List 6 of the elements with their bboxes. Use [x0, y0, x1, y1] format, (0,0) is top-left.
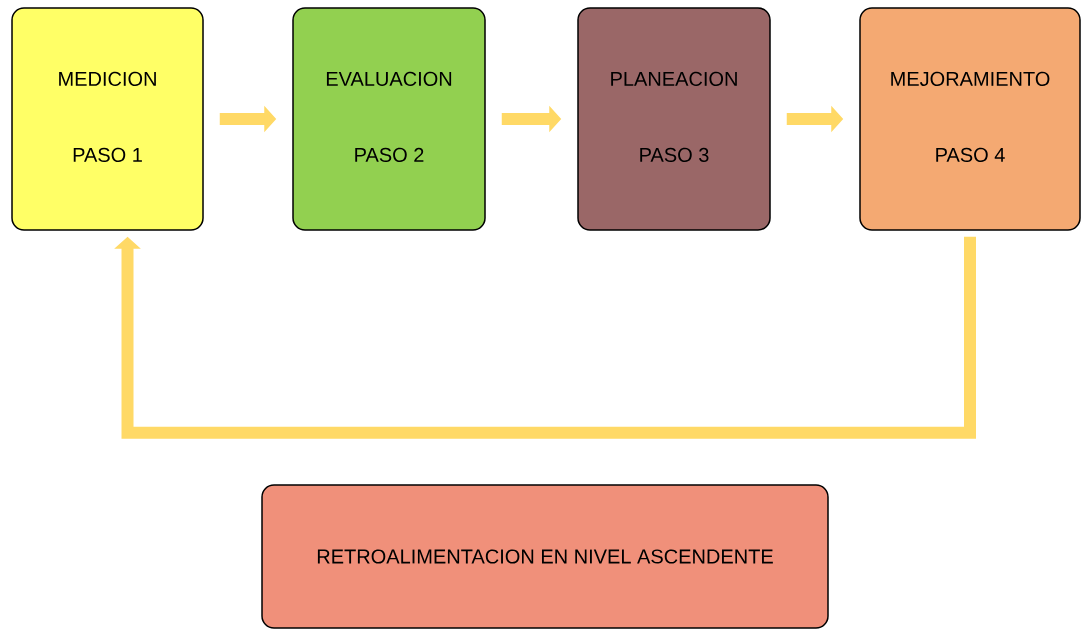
feedback-arrow	[114, 236, 976, 439]
step-box: MEJORAMIENTO PASO 4	[859, 7, 1081, 231]
step-box: EVALUACION PASO 2	[292, 7, 486, 231]
step-box: PLANEACION PASO 3	[577, 7, 771, 231]
step-box: MEDICION PASO 1	[11, 7, 204, 231]
feedback-box: RETROALIMENTACION EN NIVEL ASCENDENTE	[261, 484, 829, 629]
